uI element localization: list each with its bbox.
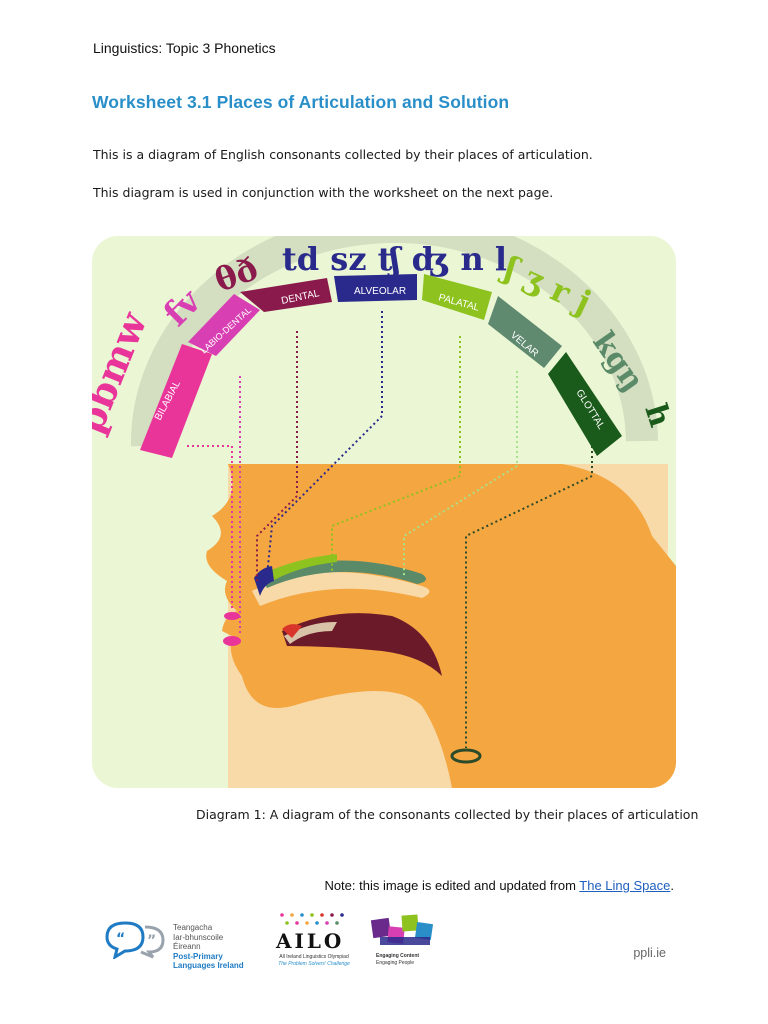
adapt-subtitle-2: Engaging People xyxy=(376,959,415,966)
bilabial-segment xyxy=(140,344,212,458)
source-note-prefix: Note: this image is edited and updated f… xyxy=(324,878,580,893)
ppli-line-3: Post-Primary xyxy=(173,951,223,961)
ailo-subtitle: All Ireland Linguistics Olympiad The Pro… xyxy=(268,954,360,968)
ailo-wordmark: AILO xyxy=(276,929,345,953)
adapt-blocks-icon xyxy=(370,914,434,945)
ailo-subtitle-1: All Ireland Linguistics Olympiad xyxy=(279,954,349,960)
source-note-suffix: . xyxy=(670,878,674,893)
adapt-subtitle: Engaging Content Engaging People xyxy=(376,953,440,966)
articulation-diagram-svg: BILABIAL LABIO-DENTAL DENTAL ALVEOLAR PA… xyxy=(92,236,676,788)
adapt-subtitle-1: Engaging Content xyxy=(376,953,420,959)
diagram-caption: Diagram 1: A diagram of the consonants c… xyxy=(196,807,699,822)
ppli-logo: “ ” Teangacha Iar-bhunscoile Éireann Pos… xyxy=(103,919,253,970)
alveolar-segment xyxy=(334,274,417,302)
ailo-subtitle-2: The Problem Solvers' Challenge xyxy=(278,961,350,967)
glottal-segment xyxy=(548,352,622,456)
place-label-alveolar: ALVEOLAR xyxy=(354,286,406,297)
ppli-line-2: Iar-bhunscoile Éireann xyxy=(173,932,224,952)
guide-lines xyxy=(187,311,593,748)
svg-text:“: “ xyxy=(116,931,125,947)
footer: “ ” Teangacha Iar-bhunscoile Éireann Pos… xyxy=(0,905,768,975)
articulation-diagram: BILABIAL LABIO-DENTAL DENTAL ALVEOLAR PA… xyxy=(92,236,676,788)
ppli-line-4: Languages Ireland xyxy=(173,961,244,970)
worksheet-title: Worksheet 3.1 Places of Articulation and… xyxy=(92,92,510,112)
palatal-segment xyxy=(422,274,492,320)
ppli-line-1: Teangacha xyxy=(173,923,213,932)
labiodental-segment xyxy=(188,294,260,356)
page-header: Linguistics: Topic 3 Phonetics xyxy=(93,40,276,56)
ailo-dots-icon xyxy=(280,913,344,925)
head-silhouette xyxy=(206,464,676,788)
places-arc: BILABIAL LABIO-DENTAL DENTAL ALVEOLAR PA… xyxy=(130,236,658,458)
usage-paragraph: This diagram is used in conjunction with… xyxy=(93,185,554,200)
intro-paragraph: This is a diagram of English consonants … xyxy=(93,147,593,162)
adapt-logo: Engaging Content Engaging People xyxy=(368,909,442,971)
source-note: Note: this image is edited and updated f… xyxy=(324,878,674,893)
svg-text:”: ” xyxy=(147,933,156,949)
speech-bubbles-icon: “ ” xyxy=(105,921,165,961)
site-url: ppli.ie xyxy=(633,946,666,960)
ling-space-link[interactable]: The Ling Space xyxy=(579,878,671,893)
ailo-logo: AILO All Ireland Linguistics Olympiad Th… xyxy=(268,911,360,971)
ppli-logo-text: Teangacha Iar-bhunscoile Éireann Post-Pr… xyxy=(173,923,253,971)
dental-segment xyxy=(240,278,332,312)
consonants-alveolar: td sz ʧ ʤ n l xyxy=(282,240,507,278)
velar-segment xyxy=(488,296,562,368)
